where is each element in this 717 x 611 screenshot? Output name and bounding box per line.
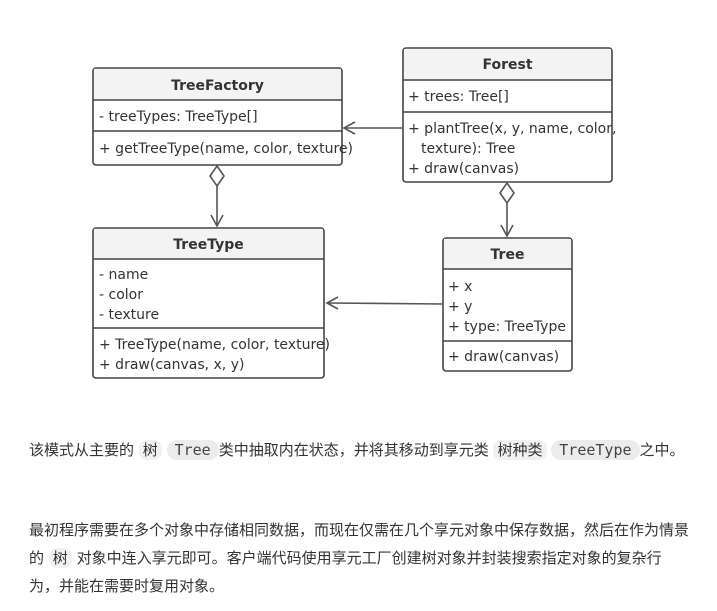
uml-class-diagram: TreeFactory - treeTypes: TreeType[] + ge… — [92, 47, 616, 379]
factory-to-treetype-aggregation — [209, 164, 225, 228]
forest-to-tree-aggregation — [499, 181, 515, 238]
tree-field: + x — [448, 279, 472, 295]
tree-type-class: TreeType - name - color - texture + Tree… — [92, 227, 330, 379]
tree-to-treetype-arrow — [325, 296, 444, 310]
paragraph1-text: 类中抽取内在状态，并将其移动到享元类 — [218, 441, 494, 459]
tree-factory-class: TreeFactory - treeTypes: TreeType[] + ge… — [92, 67, 353, 166]
tree-term: 树 — [138, 440, 162, 460]
tree-type-method: + draw(canvas, x, y) — [99, 357, 244, 373]
tree-type-term: 树种类 — [493, 440, 547, 460]
paragraph2-text: 对象中连入享元即可。客户端代码使用享元工厂创建树对象并封装搜索指定对象的复杂行为… — [29, 549, 662, 595]
tree-field: + type: TreeType — [448, 319, 566, 335]
forest-method: + plantTree(x, y, name, color, — [408, 121, 616, 137]
tree-type-field: - color — [99, 287, 143, 303]
tree-type-code: TreeType — [551, 440, 640, 460]
tree-factory-title: TreeFactory — [171, 78, 264, 94]
forest-title: Forest — [482, 57, 532, 73]
forest-method: texture): Tree — [421, 141, 515, 157]
tree-type-title: TreeType — [173, 237, 243, 253]
tree-type-field: - name — [99, 267, 148, 283]
tree-code: Tree — [166, 440, 219, 460]
forest-method: + draw(canvas) — [408, 161, 519, 177]
paragraph2-text: 最初程序需要在多个对象中存储相同数据，而现在仅需在几个享元对象中保存数据，然后在… — [29, 521, 690, 567]
paragraph1-text: 之中。 — [639, 441, 685, 459]
forest-field: + trees: Tree[] — [408, 89, 509, 105]
tree-factory-method: + getTreeType(name, color, texture) — [99, 141, 353, 157]
tree-method: + draw(canvas) — [448, 349, 559, 365]
forest-to-factory-arrow — [342, 121, 403, 135]
tree-term: 树 — [48, 548, 72, 568]
paragraph1-text: 该模式从主要的 — [29, 441, 139, 459]
tree-field: + y — [448, 299, 472, 315]
tree-class: Tree + x + y + type: TreeType + draw(can… — [442, 237, 573, 372]
tree-type-field: - texture — [99, 307, 159, 323]
tree-type-method: + TreeType(name, color, texture) — [99, 337, 330, 353]
description-paragraph-2: 最初程序需要在多个对象中存储相同数据，而现在仅需在几个享元对象中保存数据，然后在… — [29, 516, 689, 600]
forest-class: Forest + trees: Tree[] + plantTree(x, y,… — [402, 47, 616, 183]
tree-factory-field: - treeTypes: TreeType[] — [99, 109, 258, 125]
tree-title: Tree — [491, 247, 525, 263]
